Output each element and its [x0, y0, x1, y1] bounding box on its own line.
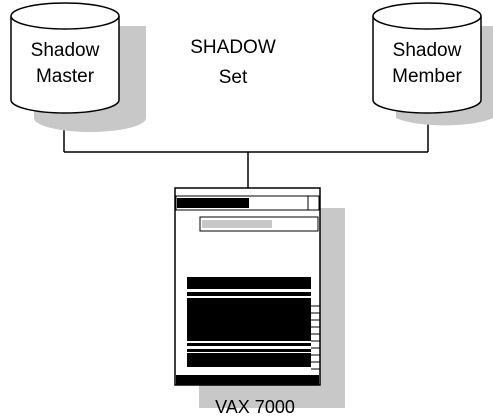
- server-side-ticks: [311, 305, 320, 370]
- shadow-member-disk-icon: [372, 2, 493, 126]
- server-control-slot-fill: [202, 220, 272, 228]
- shadow-set-title: SHADOW Set: [158, 33, 308, 93]
- disk-body: [372, 16, 482, 114]
- shadow-set-title-line2: Set: [218, 67, 248, 88]
- disk-top: [372, 2, 482, 30]
- shadow-master-label-line1: Shadow: [30, 40, 100, 61]
- disk-top: [10, 2, 120, 30]
- disk-body: [10, 16, 120, 114]
- server-top-dark-bar: [177, 198, 249, 208]
- vax-7000-server-icon: [174, 187, 345, 408]
- shadow-master-disk-icon: [10, 2, 146, 132]
- shadow-member-label-line1: Shadow: [392, 40, 462, 61]
- server-drive-bays: [176, 277, 319, 385]
- shadow-member-label: Shadow Member: [373, 38, 481, 90]
- shadow-set-title-line1: SHADOW: [190, 37, 276, 58]
- vax-7000-label: VAX 7000: [215, 397, 295, 417]
- shadow-master-label: Shadow Master: [11, 38, 119, 90]
- shadow-master-label-line2: Master: [35, 66, 95, 87]
- shadow-member-label-line2: Member: [392, 66, 462, 87]
